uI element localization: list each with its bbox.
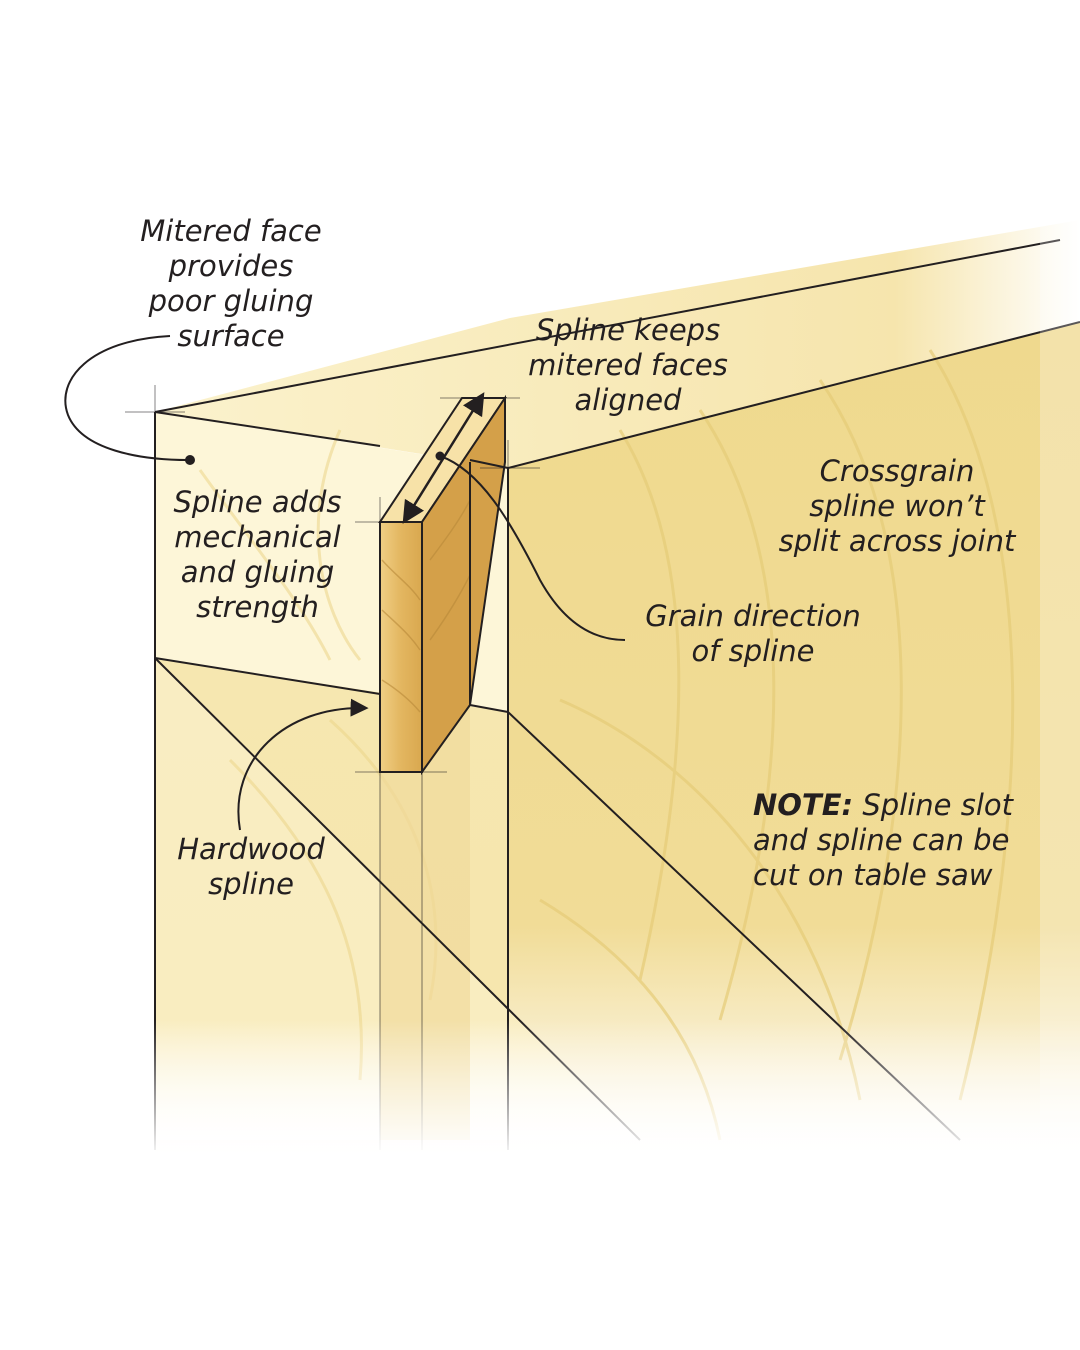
spline-front-face — [379, 521, 423, 773]
leader-dot-mitered-face — [185, 455, 195, 465]
note-line-2: and spline can be — [753, 823, 1010, 857]
label-mitered-face-line-4: surface — [177, 319, 285, 353]
label-spline-keeps-line-2: mitered faces — [528, 348, 728, 382]
leader-hardwood-spline — [237, 698, 369, 831]
bottom-fade — [0, 1020, 1080, 1160]
leader-lines — [64, 335, 626, 831]
label-spline-adds-line-2: mechanical — [174, 520, 341, 554]
top-surface — [155, 220, 1080, 468]
label-spline-keeps-line-1: Spline keeps — [535, 313, 721, 347]
label-crossgrain: Crossgrain spline won’t split across joi… — [752, 454, 1042, 559]
leader-grain-direction — [439, 455, 626, 641]
label-grain-direction-line-1: Grain direction — [645, 599, 861, 633]
label-hardwood-spline-line-2: spline — [208, 867, 294, 901]
label-spline-adds-line-1: Spline adds — [173, 485, 342, 519]
leader-mitered-face — [64, 335, 189, 461]
label-spline-adds: Spline adds mechanical and gluing streng… — [155, 485, 360, 625]
note-line-1: Spline slot — [853, 788, 1013, 822]
label-crossgrain-line-2: spline won’t — [809, 489, 985, 523]
note-heading: NOTE: — [753, 788, 854, 822]
label-mitered-face-line-3: poor gluing — [148, 284, 314, 318]
label-spline-keeps: Spline keeps mitered faces aligned — [508, 313, 748, 418]
label-mitered-face-line-2: provides — [168, 249, 294, 283]
leader-dot-grain — [435, 451, 445, 461]
label-crossgrain-line-3: split across joint — [778, 524, 1016, 558]
label-mitered-face: Mitered face provides poor gluing surfac… — [112, 214, 350, 354]
label-mitered-face-line-1: Mitered face — [140, 214, 322, 248]
label-hardwood-spline-line-1: Hardwood — [177, 832, 325, 866]
note-line-3: cut on table saw — [753, 858, 993, 892]
label-spline-adds-line-4: strength — [196, 590, 319, 624]
label-crossgrain-line-1: Crossgrain — [819, 454, 975, 488]
label-spline-keeps-line-3: aligned — [574, 383, 682, 417]
right-fade — [1040, 200, 1080, 1160]
label-grain-direction-line-2: of spline — [691, 634, 815, 668]
label-hardwood-spline: Hardwood spline — [158, 832, 344, 902]
label-spline-adds-line-3: and gluing — [180, 555, 335, 589]
right-board-face — [508, 322, 1080, 1160]
label-note: NOTE: Spline slot and spline can be cut … — [753, 788, 1053, 893]
label-grain-direction: Grain direction of spline — [622, 599, 884, 669]
